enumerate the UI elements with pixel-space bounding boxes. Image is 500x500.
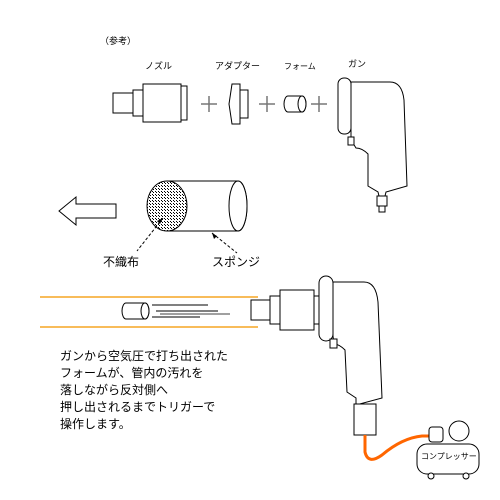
direction-arrow — [58, 195, 117, 227]
gun-label: ガン — [348, 60, 367, 70]
nozzle-part — [112, 83, 188, 123]
description-line-2: フォームが、管内の汚れを — [60, 366, 204, 380]
plus-sign-3 — [311, 96, 327, 112]
description-text: ガンから空気圧で打ち出された フォームが、管内の汚れを 落しながら反対側へ 押し… — [60, 348, 228, 433]
compressor — [416, 420, 480, 480]
compressor-label: コンプレッサー — [421, 452, 477, 461]
sponge-label: スポンジ — [212, 255, 261, 269]
adapter-label: アダプター — [215, 62, 261, 72]
description-line-1: ガンから空気圧で打ち出された — [60, 349, 229, 363]
air-hose — [363, 434, 440, 461]
plus-sign-1 — [201, 96, 217, 112]
foam-cylinder-detail — [146, 180, 248, 232]
fabric-label: 不織布 — [103, 255, 140, 269]
foam-part — [283, 95, 307, 113]
nozzle-assembled — [250, 289, 321, 331]
gun-assembled — [318, 275, 383, 436]
foam-label: フォーム — [284, 62, 316, 71]
description-line-3: 落しながら反対側へ — [60, 383, 169, 397]
gun-part — [337, 77, 408, 213]
plus-sign-2 — [259, 96, 275, 112]
nozzle-label: ノズル — [145, 62, 173, 72]
adapter-part — [228, 83, 249, 125]
reference-note: （参考） — [100, 37, 137, 47]
foam-projectile — [121, 302, 230, 320]
description-line-4: 押し出されるまでトリガーで — [60, 400, 216, 414]
pipe — [40, 296, 258, 328]
description-line-5: 操作します。 — [60, 417, 131, 431]
